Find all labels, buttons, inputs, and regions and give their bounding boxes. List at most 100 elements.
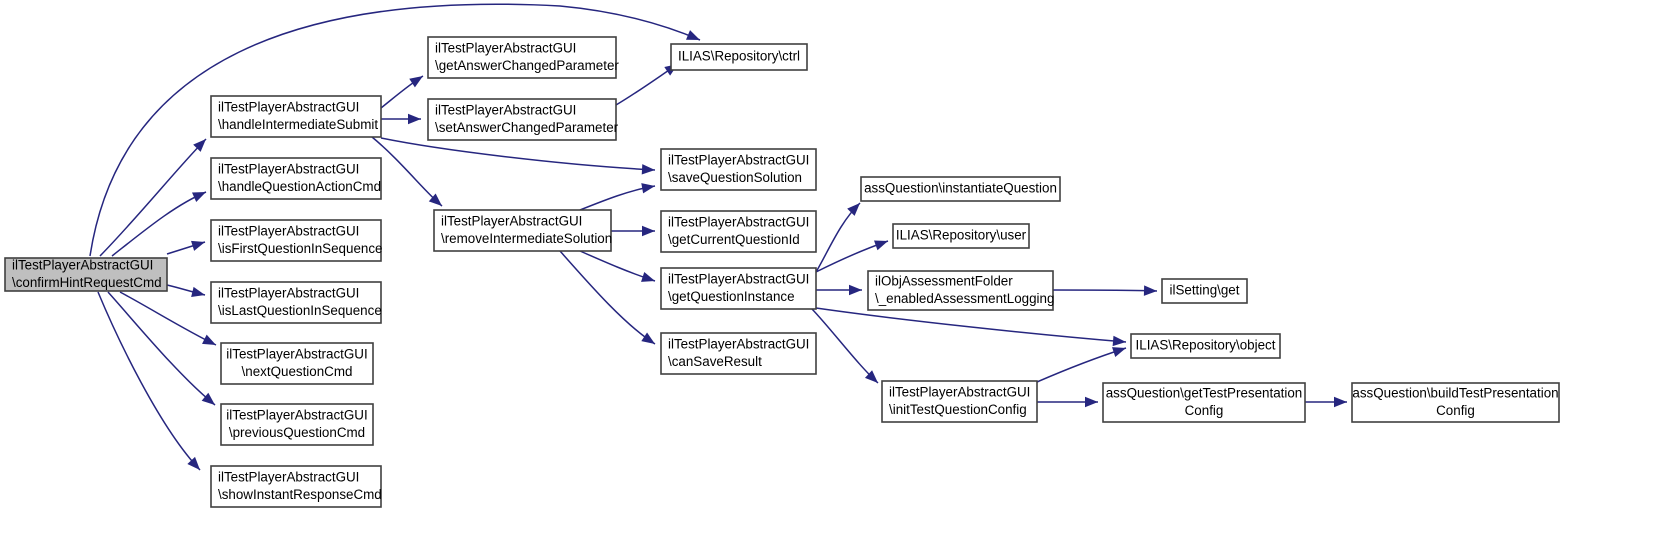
node-label-line: ilTestPlayerAbstractGUI [218, 99, 359, 114]
node-box[interactable] [433, 209, 612, 252]
call-edge [111, 191, 207, 257]
node-box[interactable] [220, 403, 374, 446]
node-label-line: ilTestPlayerAbstractGUI [668, 336, 809, 351]
graph-node-ctrl[interactable]: ILIAS\Repository\ctrl [670, 43, 808, 71]
node-box[interactable] [210, 219, 382, 262]
node-box[interactable] [860, 176, 1061, 202]
node-box[interactable] [670, 43, 808, 71]
node-box[interactable] [4, 257, 168, 292]
arrowhead-icon [642, 225, 655, 237]
node-label-line: \previousQuestionCmd [229, 425, 365, 440]
node-label-line: ilSetting\get [1170, 283, 1240, 298]
node-label-line: ilTestPlayerAbstractGUI [218, 223, 359, 238]
node-label-line: ilTestPlayerAbstractGUI [668, 214, 809, 229]
graph-node-handleQuestionActionCmd[interactable]: ilTestPlayerAbstractGUI \handleQuestionAc… [210, 157, 382, 200]
arrowhead-icon [201, 392, 215, 405]
call-edge [89, 3, 701, 257]
node-box[interactable] [210, 157, 382, 200]
node-label-line: ilTestPlayerAbstractGUI [889, 384, 1030, 399]
arrowhead-icon [408, 113, 421, 125]
graph-node-confirmHintRequestCmd[interactable]: ilTestPlayerAbstractGUI\confirmHintReque… [4, 257, 168, 292]
arrowhead-icon [874, 240, 888, 251]
call-edge [815, 307, 1127, 347]
graph-node-setAnswerChangedParameter[interactable]: ilTestPlayerAbstractGUI\setAnswerChanged… [427, 98, 619, 141]
graph-node-object[interactable]: ILIAS\Repository\object [1130, 333, 1281, 359]
graph-node-handleIntermediateSubmit[interactable]: ilTestPlayerAbstractGUI \handleIntermedia… [210, 95, 382, 138]
graph-node-getQuestionInstance[interactable]: ilTestPlayerAbstractGUI\getQuestionInsta… [660, 267, 817, 310]
node-box[interactable] [427, 36, 617, 79]
arrowhead-icon [193, 139, 206, 152]
call-edge [1052, 285, 1158, 296]
node-label-line: \setAnswerChangedParameter [435, 120, 619, 135]
graph-node-removeIntermediateSolution[interactable]: ilTestPlayerAbstractGUI\removeIntermedia… [433, 209, 612, 252]
node-label-line: ILIAS\Repository\user [896, 228, 1027, 243]
graph-node-instantiateQuestion[interactable]: assQuestion\instantiateQuestion [860, 176, 1061, 202]
node-label-line: \canSaveResult [668, 354, 762, 369]
arrowhead-icon [849, 284, 862, 296]
node-box[interactable] [1130, 333, 1281, 359]
node-label-line: assQuestion\getTestPresentation [1106, 385, 1303, 400]
node-label-line: ilTestPlayerAbstractGUI [441, 213, 582, 228]
call-edge [99, 138, 207, 257]
graph-node-getCurrentQuestionId[interactable]: ilTestPlayerAbstractGUI\getCurrentQuesti… [660, 210, 817, 253]
node-box[interactable] [660, 267, 817, 310]
graph-node-isLastQuestionInSequence[interactable]: ilTestPlayerAbstractGUI\isLastQuestionIn… [210, 281, 382, 324]
node-label-line: \confirmHintRequestCmd [12, 275, 162, 290]
node-label-line: ilTestPlayerAbstractGUI [218, 161, 359, 176]
arrowhead-icon [641, 271, 655, 282]
node-label-line: \_enabledAssessmentLogging [875, 291, 1054, 306]
node-box[interactable] [427, 98, 617, 141]
node-label-line: \getQuestionInstance [668, 289, 795, 304]
arrowhead-icon [686, 30, 700, 40]
node-box[interactable] [210, 281, 382, 324]
node-box[interactable] [1161, 278, 1248, 304]
call-edge [1037, 396, 1098, 408]
node-label-line: \isFirstQuestionInSequence [218, 241, 383, 256]
call-edge [380, 137, 656, 175]
arrowhead-icon [641, 164, 655, 175]
graph-node-user[interactable]: ILIAS\Repository\user [892, 223, 1030, 249]
call-edge [816, 284, 862, 296]
graph-node-enabledAssessmentLogging[interactable]: ilObjAssessmentFolder\_enabledAssessment… [867, 270, 1054, 311]
node-box[interactable] [867, 270, 1054, 311]
node-label-line: \showInstantResponseCmd [218, 487, 382, 502]
node-label-line: \handleQuestionActionCmd [218, 179, 381, 194]
graph-node-nextQuestionCmd[interactable]: ilTestPlayerAbstractGUI\nextQuestionCmd [220, 342, 374, 385]
node-box[interactable] [892, 223, 1030, 249]
node-box[interactable] [660, 332, 817, 375]
graph-node-initTestQuestionConfig[interactable]: ilTestPlayerAbstractGUI\initTestQuestion… [881, 380, 1038, 423]
call-edge [611, 225, 655, 237]
node-box[interactable] [660, 210, 817, 253]
graph-node-previousQuestionCmd[interactable]: ilTestPlayerAbstractGUI\previousQuestion… [220, 403, 374, 446]
call-edge [579, 183, 656, 211]
node-box[interactable] [220, 342, 374, 385]
call-edge [559, 250, 656, 345]
call-edge [371, 136, 443, 207]
graph-node-canSaveResult[interactable]: ilTestPlayerAbstractGUI \canSaveResult [660, 332, 817, 375]
call-edge [1036, 347, 1127, 383]
node-box[interactable] [881, 380, 1038, 423]
node-box[interactable] [1102, 382, 1306, 423]
arrowhead-icon [864, 370, 878, 383]
arrowhead-icon [191, 286, 205, 297]
arrowhead-icon [1334, 396, 1347, 408]
call-edge [97, 291, 201, 471]
graph-node-isFirstQuestionInSequence[interactable]: ilTestPlayerAbstractGUI \isFirstQuestionI… [210, 219, 383, 262]
arrowhead-icon [192, 192, 206, 203]
graph-node-ilSettingGet[interactable]: ilSetting\get [1161, 278, 1248, 304]
node-box[interactable] [660, 148, 817, 191]
graph-node-saveQuestionSolution[interactable]: ilTestPlayerAbstractGUI\saveQuestionSolu… [660, 148, 817, 191]
graph-node-getAnswerChangedParameter[interactable]: ilTestPlayerAbstractGUI\getAnswerChanged… [427, 36, 619, 79]
node-box[interactable] [210, 95, 382, 138]
node-label-line: \handleIntermediateSubmit [218, 117, 378, 132]
call-edge [815, 240, 889, 273]
node-box[interactable] [210, 465, 382, 508]
graph-node-showInstantResponseCmd[interactable]: ilTestPlayerAbstractGUI\showInstantRespo… [210, 465, 382, 508]
node-label-line: \saveQuestionSolution [668, 170, 802, 185]
arrowhead-icon [1112, 347, 1126, 357]
node-box[interactable] [1351, 382, 1560, 423]
